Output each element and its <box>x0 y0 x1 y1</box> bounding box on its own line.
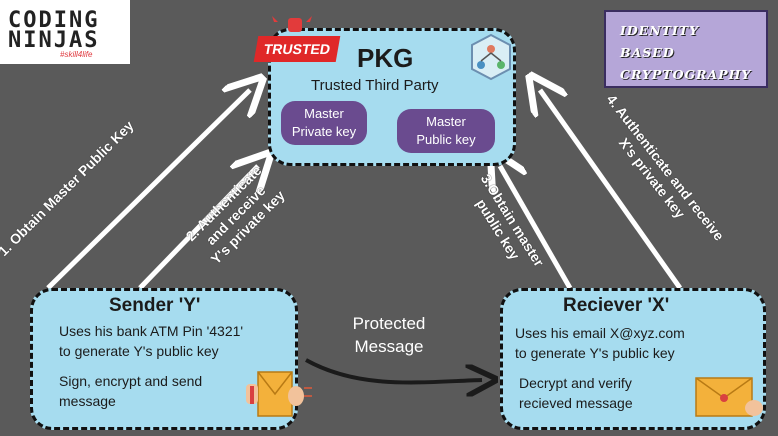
trusted-badge: TRUSTED <box>252 14 341 68</box>
envelope-send-icon <box>246 371 312 417</box>
receiver-line3: Decrypt and verify <box>519 375 632 391</box>
sender-title: Sender 'Y' <box>109 295 201 316</box>
title-box: IDENTITY BASED CRYPTOGRAPHY <box>604 10 768 88</box>
sender-box: Sender 'Y' Uses his bank ATM Pin '4321' … <box>30 288 298 430</box>
pkg-box: PKG Trusted Third Party Master Private k… <box>268 28 516 166</box>
pkg-title: PKG <box>357 43 414 73</box>
sender-line4: message <box>59 393 116 409</box>
sender-line1: Uses his bank ATM Pin '4321' <box>59 323 244 339</box>
logo-line1: CODING <box>8 8 100 33</box>
sender-line2: to generate Y's public key <box>59 343 219 359</box>
arrow-1 <box>46 90 250 290</box>
arrow-protected <box>305 358 482 382</box>
title-line1: IDENTITY <box>620 23 700 38</box>
protected-message-label: Protected Message <box>352 314 426 356</box>
logo-tagline: #skill4life <box>60 50 93 59</box>
arrow-3 <box>500 166 573 290</box>
arrow-2 <box>138 166 258 290</box>
pkg-subtitle: Trusted Third Party <box>311 77 439 94</box>
receiver-line2: to generate Y's public key <box>515 345 675 361</box>
master-public-key: Master Public key <box>397 109 495 153</box>
receiver-line1: Uses his email X@xyz.com <box>515 325 685 341</box>
title-line3: CRYPTOGRAPHY <box>620 67 752 82</box>
trusted-label: TRUSTED <box>253 36 341 62</box>
receiver-line4: recieved message <box>519 395 633 411</box>
sender-line3: Sign, encrypt and send <box>59 373 203 389</box>
envelope-receive-icon <box>695 377 763 417</box>
title-line2: BASED <box>620 45 675 60</box>
receiver-title: Reciever 'X' <box>563 295 670 316</box>
master-private-key: Master Private key <box>281 101 367 145</box>
network-hexagon-icon <box>471 33 511 81</box>
logo-line2: NINJAS <box>8 28 100 53</box>
arrow-4 <box>540 90 683 290</box>
thumbs-up-icon <box>272 16 312 32</box>
coding-ninjas-logo: CODING NINJAS #skill4life <box>0 0 130 64</box>
